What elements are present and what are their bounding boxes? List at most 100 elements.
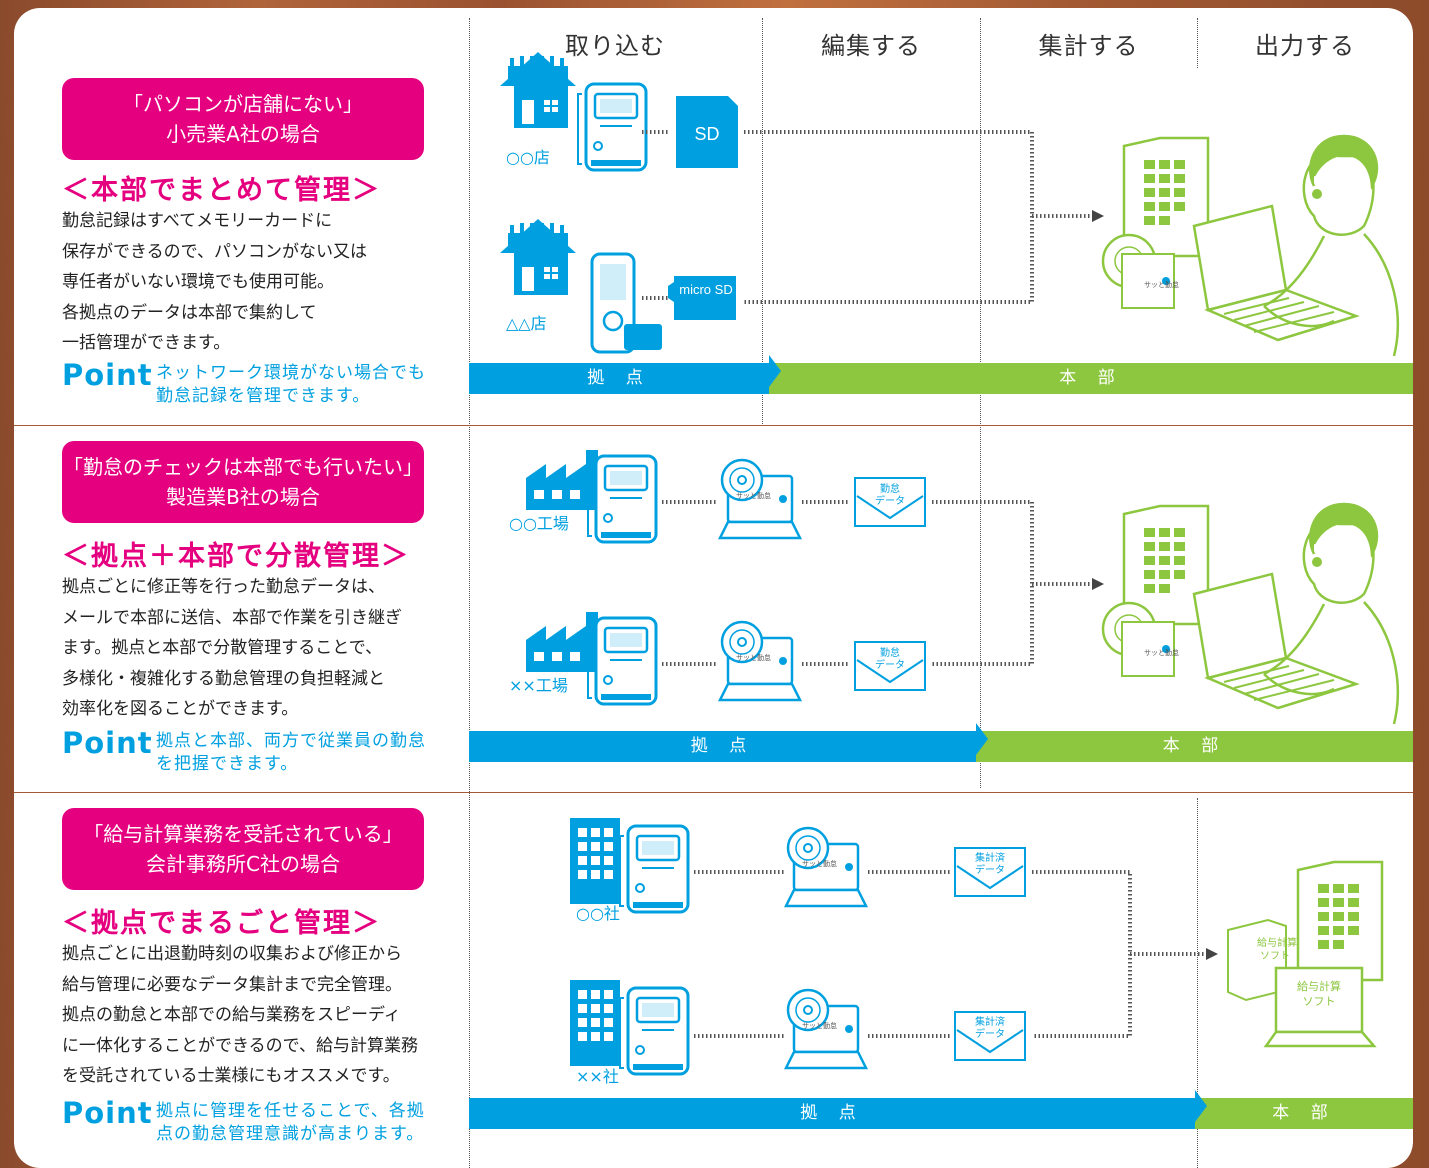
flow-lines-b xyxy=(662,500,1092,666)
column-header-import: 取り込む xyxy=(565,32,665,60)
site-label-office-1: ○○社 xyxy=(576,904,620,923)
case-c-body: 拠点ごとに出退勤時刻の収集および修正から 給与管理に必要なデータ集計まで完全管理… xyxy=(62,939,462,1092)
mail-label: データ xyxy=(975,863,1005,876)
arrow-head xyxy=(1206,948,1218,960)
software-brand: サッと勤怠 xyxy=(802,1021,837,1030)
sd-card-label: SD xyxy=(694,124,719,144)
software-brand: サッと勤怠 xyxy=(736,491,771,500)
point-line: 点の勤怠管理意識が高まります。 xyxy=(156,1124,425,1144)
case-b-pill: 「勤怠のチェックは本部でも行いたい」 製造業B社の場合 xyxy=(62,441,424,523)
column-divider xyxy=(762,18,763,426)
point-line: 拠点と本部、両方で従業員の勤怠 xyxy=(156,731,426,751)
flow-lines-a xyxy=(642,130,1092,304)
case-c-point-label: Point xyxy=(62,1096,153,1130)
column-header-aggregate: 集計する xyxy=(1038,32,1139,60)
case-a-line2: 小売業A社の場合 xyxy=(166,122,320,146)
body-line: 効率化を図ることができます。 xyxy=(62,699,299,719)
arrow-head xyxy=(1092,578,1104,590)
arrow-head xyxy=(1092,210,1104,222)
software-brand: サッと勤怠 xyxy=(1144,648,1179,657)
software-brand: サッと勤怠 xyxy=(802,859,837,868)
software-brand: サッと勤怠 xyxy=(1144,280,1179,289)
store-1-illustration xyxy=(498,50,648,172)
body-line: に一体化することができるので、給与計算業務 xyxy=(62,1035,418,1056)
store-2-illustration xyxy=(498,217,662,354)
case-c-pill: 「給与計算業務を受託されている」 会計事務所C社の場合 xyxy=(62,808,424,890)
case-a-point-label: Point xyxy=(62,358,153,392)
band-hq: 本 部 xyxy=(1195,1098,1413,1129)
section-separator xyxy=(14,792,1413,793)
band-arrow-tip xyxy=(1195,1090,1207,1122)
column-divider xyxy=(980,18,981,788)
site-label-office-2: ××社 xyxy=(576,1067,619,1086)
body-line: 拠点ごとに修正等を行った勤怠データは、 xyxy=(62,577,385,597)
band-arrow-tip xyxy=(769,355,781,387)
case-c-line1: 「給与計算業務を受託されている」 xyxy=(83,822,403,846)
factory-1-illustration xyxy=(526,450,658,544)
site-label-store-2: △△店 xyxy=(506,314,547,333)
mail-label: 勤怠 xyxy=(880,646,900,659)
mail-label: データ xyxy=(875,494,905,507)
body-line: 勤怠記録はすべてメモリーカードに xyxy=(62,211,333,231)
case-a-pill: 「パソコンが店舗にない」 小売業A社の場合 xyxy=(62,78,424,160)
body-line: 各拠点のデータは本部で集約して xyxy=(62,302,317,323)
factory-2-illustration xyxy=(526,612,658,706)
site-label-factory-2: ××工場 xyxy=(509,676,568,695)
body-line: メールで本部に送信、本部で作業を引き継ぎ xyxy=(62,607,402,628)
band-site: 拠 点 xyxy=(469,731,976,762)
case-a-heading: ＜本部でまとめて管理＞ xyxy=(62,175,381,206)
point-line: 勤怠記録を管理できます。 xyxy=(156,386,371,406)
case-b-line1: 「勤怠のチェックは本部でも行いたい」 xyxy=(63,455,423,479)
payroll-software-illustration xyxy=(1228,862,1382,1046)
flow-illustrations: SD micro SD サッと勤怠 サッと勤怠 サッと勤怠 勤怠 データ 勤怠 … xyxy=(498,50,1413,1122)
case-a-body: 勤怠記録はすべてメモリーカードに 保存ができるので、パソコンがない又は 専任者が… xyxy=(62,206,462,359)
case-a-line1: 「パソコンが店舗にない」 xyxy=(123,92,363,116)
body-line: 専任者がいない環境でも使用可能。 xyxy=(62,272,334,292)
column-header-output: 出力する xyxy=(1255,32,1355,60)
body-line: を受託されている士業様にもオススメです。 xyxy=(62,1066,400,1086)
body-line: 保存ができるので、パソコンがない又は xyxy=(62,241,367,262)
payroll-label: ソフト xyxy=(1303,995,1336,1008)
case-b-body: 拠点ごとに修正等を行った勤怠データは、 メールで本部に送信、本部で作業を引き継ぎ… xyxy=(62,572,462,725)
payroll-label: 給与計算 xyxy=(1297,979,1341,993)
band-hq: 本 部 xyxy=(976,731,1413,762)
point-line: を把握できます。 xyxy=(156,754,299,774)
micro-sd-label: micro SD xyxy=(679,282,732,297)
mail-label: 勤怠 xyxy=(880,482,900,495)
column-header-edit: 編集する xyxy=(821,32,921,60)
mail-label: 集計済 xyxy=(975,1015,1005,1028)
column-divider xyxy=(469,18,470,1168)
payroll-label: ソフト xyxy=(1260,951,1290,962)
mail-label: 集計済 xyxy=(975,851,1005,864)
body-line: 拠点の勤怠と本部での給与業務をスピーディ xyxy=(62,1005,401,1025)
sd-card-icon xyxy=(676,96,738,168)
ic-card xyxy=(624,324,662,350)
mail-label: データ xyxy=(875,658,905,671)
payroll-label: 給与計算 xyxy=(1257,936,1297,949)
hq-woman-illustration-b xyxy=(1103,504,1398,724)
band-hq: 本 部 xyxy=(769,363,1413,394)
case-a-point-text: ネットワーク環境がない場合でも 勤怠記録を管理できます。 xyxy=(156,362,426,408)
micro-sd-icon xyxy=(668,276,736,320)
column-divider xyxy=(1197,798,1198,1168)
case-b-heading: ＜拠点＋本部で分散管理＞ xyxy=(62,541,410,572)
band-arrow-tip xyxy=(976,723,988,755)
point-line: ネットワーク環境がない場合でも xyxy=(156,363,426,383)
case-c-point-text: 拠点に管理を任せることで、各拠 点の勤怠管理意識が高まります。 xyxy=(156,1100,425,1146)
body-line: 拠点ごとに出退勤時刻の収集および修正から xyxy=(62,944,402,964)
case-b-point-label: Point xyxy=(62,726,153,760)
diagram-panel: 取り込む 編集する 集計する 出力する 「パソコンが店舗にない」 小売業A社の場… xyxy=(14,8,1413,1168)
mail-label: データ xyxy=(975,1027,1005,1040)
case-c-line2: 会計事務所C社の場合 xyxy=(146,852,340,876)
hq-woman-illustration-a xyxy=(1103,136,1398,356)
case-b-line2: 製造業B社の場合 xyxy=(166,485,320,509)
body-line: ます。拠点と本部で分散管理することで、 xyxy=(62,638,383,658)
section-separator xyxy=(14,425,1413,426)
case-b-point-text: 拠点と本部、両方で従業員の勤怠 を把握できます。 xyxy=(156,730,426,776)
body-line: 多様化・複雑化する勤怠管理の負担軽減と xyxy=(62,668,385,689)
body-line: 一括管理ができます。 xyxy=(62,333,231,353)
flow-lines-c xyxy=(694,870,1206,1038)
point-line: 拠点に管理を任せることで、各拠 xyxy=(156,1101,425,1121)
band-site: 拠 点 xyxy=(469,1098,1195,1129)
case-c-heading: ＜拠点でまるごと管理＞ xyxy=(62,908,381,939)
